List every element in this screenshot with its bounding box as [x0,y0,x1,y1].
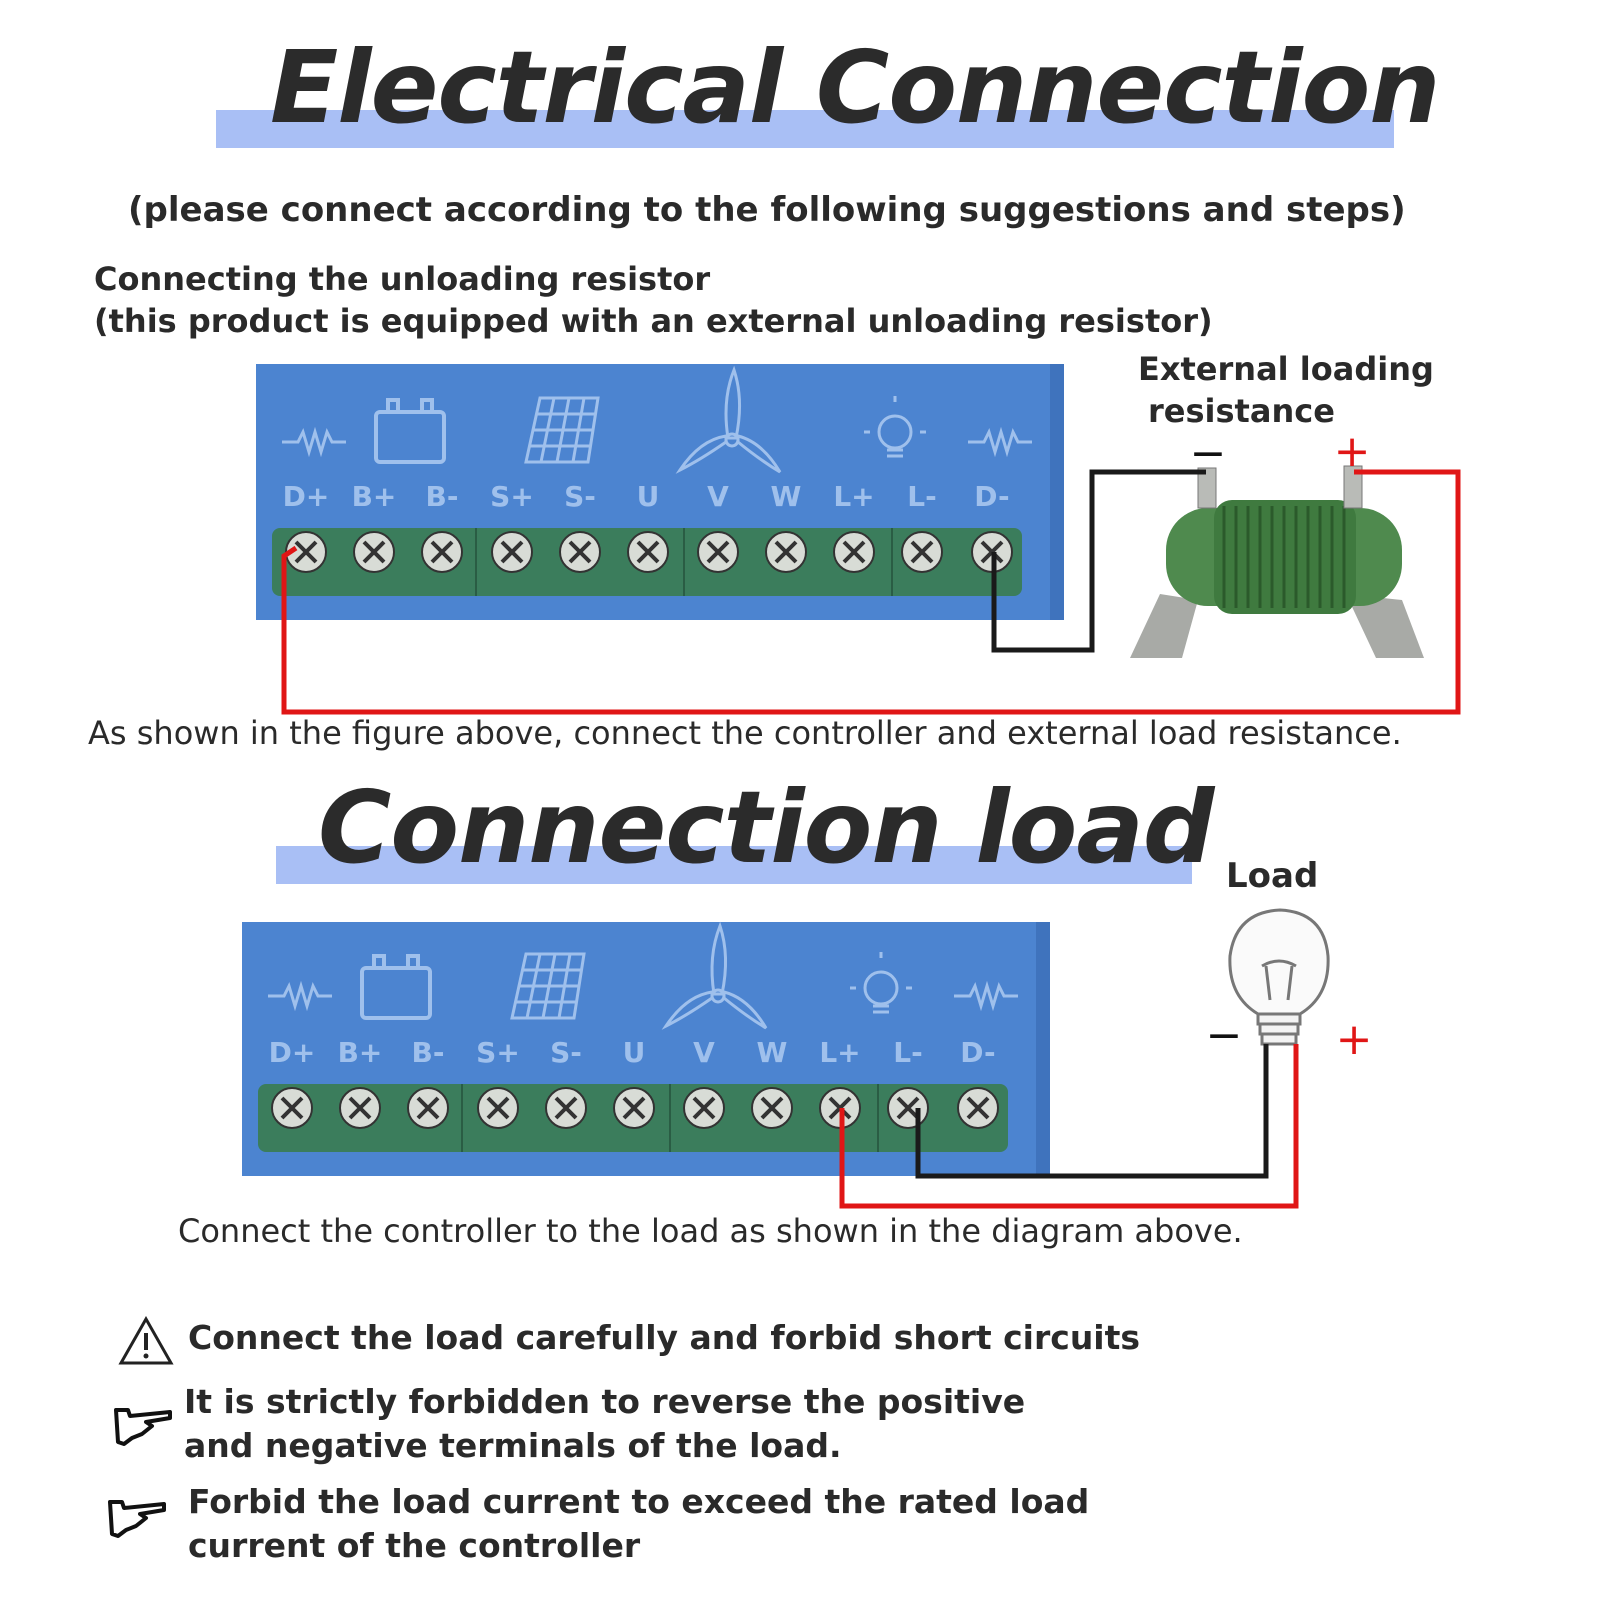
page-title: Electrical Connection [270,29,1440,146]
terminal-label: V [693,1036,715,1069]
external-resistor [1130,465,1424,658]
resistor-icon [954,980,1018,1012]
red-wire [839,1044,1299,1209]
note-2-text-line1: It is strictly forbidden to reverse the … [184,1382,1026,1421]
terminal-label: L- [893,1036,922,1069]
load-label: Load [1226,856,1319,896]
resistor-heading-line2: (this product is equipped with an extern… [94,302,1213,340]
warning-triangle-icon [118,1316,174,1365]
black-wire [991,469,1206,653]
resistor-label-line2: resistance [1148,392,1335,430]
terminal-label: D+ [283,480,330,513]
wind-turbine-icon [661,921,768,1030]
note-3-text-line2: current of the controller [188,1526,641,1565]
terminal-label: D+ [269,1036,316,1069]
light-bulb-icon [864,396,926,458]
terminal-label: S+ [490,480,534,513]
pointing-hand-icon [114,1408,172,1446]
resistor-plus-sign: + [1334,426,1371,477]
title-highlight-band [276,846,1192,884]
terminal-label: U [623,1036,646,1069]
battery-icon [360,954,432,1020]
resistor-wiring-diagram: D+ B+ B- S+ S- U V W L+ L- D- [256,364,1461,715]
pointing-hand-icon [108,1500,166,1538]
resistor-icon [968,426,1032,458]
load-bulb-icon [1228,908,1330,1046]
terminal-label: W [757,1036,788,1069]
resistor-icon [268,980,332,1012]
resistor-heading-line1: Connecting the unloading resistor [94,260,711,298]
terminal-label: B- [412,1036,445,1069]
terminal-label: B+ [352,480,397,513]
note-3-text-line1: Forbid the load current to exceed the ra… [188,1482,1090,1521]
note-1-text: Connect the load carefully and forbid sh… [188,1318,1141,1357]
black-wire [915,1044,1269,1179]
title-highlight-band [216,110,1394,148]
load-section-title: Connection load [318,769,1214,886]
terminal-label: B- [426,480,459,513]
terminal-label: L- [907,480,936,513]
load-minus-sign: − [1206,1010,1243,1061]
terminal-label: V [707,480,729,513]
terminal-label: S- [550,1036,582,1069]
resistor-caption: As shown in the figure above, connect th… [88,714,1402,752]
terminal-label: D- [960,1036,995,1069]
note-2-text-line2: and negative terminals of the load. [184,1426,842,1465]
light-bulb-icon [850,952,912,1014]
solar-panel-icon [524,396,600,464]
terminal-label: S+ [476,1036,520,1069]
terminal-label: S- [564,480,596,513]
load-caption: Connect the controller to the load as sh… [178,1212,1243,1250]
terminal-label: B+ [338,1036,383,1069]
load-wiring-diagram: D+ B+ B- S+ S- U V W L+ L- D- − + [242,908,1373,1209]
terminal-label: D- [974,480,1009,513]
page-subtitle: (please connect according to the followi… [128,190,1406,230]
terminal-label: L+ [819,1036,860,1069]
load-plus-sign: + [1336,1014,1373,1065]
solar-panel-icon [510,952,586,1020]
resistor-label-line1: External loading [1138,350,1434,388]
resistor-icon [282,426,346,458]
terminal-label: U [637,480,660,513]
terminal-label: W [771,480,802,513]
terminal-label: L+ [833,480,874,513]
red-wire [281,469,1461,715]
wind-turbine-icon [675,365,782,474]
battery-icon [374,398,446,464]
